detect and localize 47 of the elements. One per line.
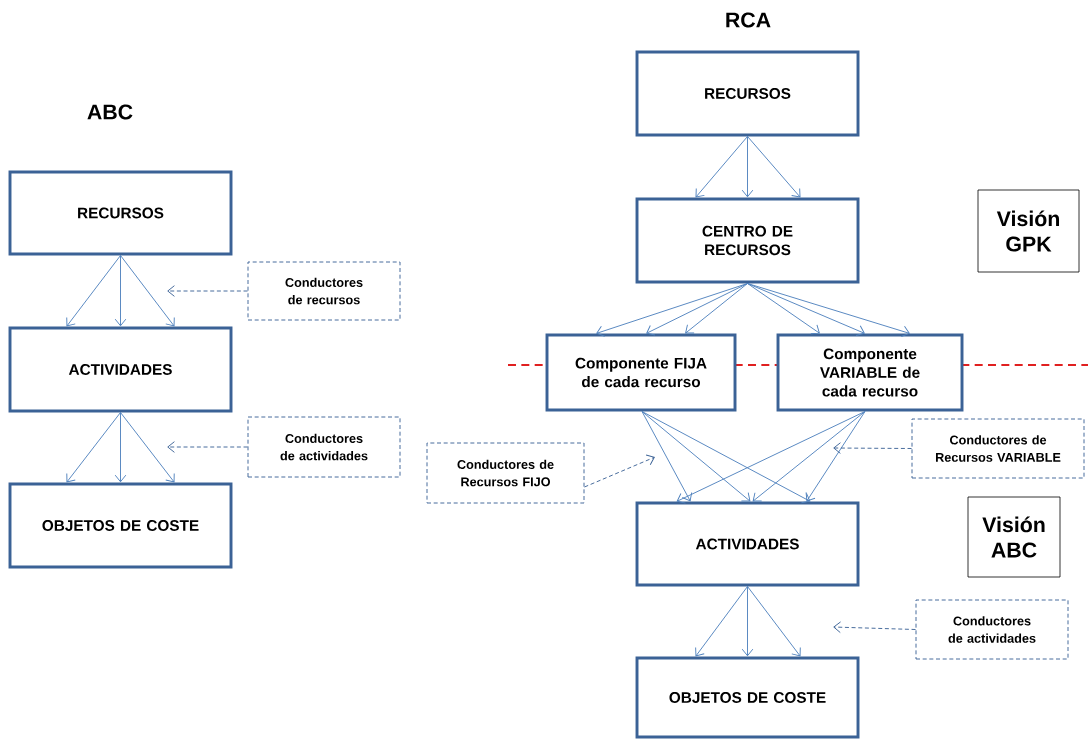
process-box: OBJETOS DE COSTE: [8, 482, 233, 569]
process-box: OBJETOS DE COSTE: [635, 656, 860, 739]
arrow: [695, 136, 748, 198]
process-box: Componente VARIABLE de cada recurso: [776, 333, 964, 412]
process-box: RECURSOS: [8, 170, 233, 256]
arrow: [741, 136, 754, 198]
process-box: Componente FIJA de cada recurso: [545, 333, 737, 412]
note-box: Conductores de Recursos FIJO: [426, 442, 585, 504]
arrow: [584, 454, 655, 488]
label-box: Visión ABC: [967, 496, 1061, 578]
process-box: ACTIVIDADES: [635, 501, 860, 587]
arrow: [114, 255, 127, 327]
arrow: [833, 621, 916, 634]
arrow: [747, 283, 820, 335]
heading: RCA: [726, 12, 771, 28]
arrow: [596, 283, 748, 337]
arrow: [685, 283, 748, 334]
arrow: [676, 411, 866, 504]
note-box: Conductores de recursos: [247, 261, 401, 321]
arrow: [805, 411, 866, 502]
arrow: [66, 412, 121, 483]
arrow: [752, 411, 866, 502]
arrow: [641, 411, 751, 502]
arrow: [695, 586, 748, 657]
heading: ABC: [87, 104, 133, 120]
note-box: Conductores de actividades: [247, 416, 401, 478]
arrow: [747, 283, 910, 337]
process-box: CENTRO DE RECURSOS: [635, 197, 860, 284]
arrow: [747, 586, 801, 657]
note-box: Conductores de Recursos VARIABLE: [911, 418, 1085, 479]
arrow: [120, 255, 175, 327]
arrow: [114, 412, 127, 483]
note-box: Conductores de actividades: [915, 599, 1069, 660]
arrow: [741, 586, 754, 657]
arrow: [167, 441, 248, 453]
arrow: [747, 136, 801, 198]
arrow: [641, 411, 811, 504]
arrow: [747, 283, 865, 336]
arrow: [66, 255, 121, 327]
process-box: ACTIVIDADES: [8, 326, 233, 413]
arrow: [120, 412, 175, 483]
arrow: [646, 283, 748, 336]
label-box: Visión GPK: [977, 189, 1080, 273]
arrow: [167, 285, 248, 297]
process-box: RECURSOS: [635, 50, 860, 137]
arrow: [833, 442, 912, 454]
arrow: [641, 411, 693, 502]
